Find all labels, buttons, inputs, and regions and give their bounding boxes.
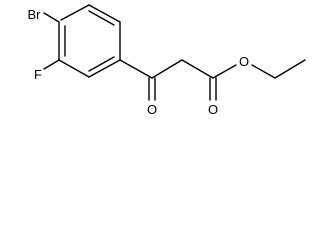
bromine-label: Br (28, 7, 42, 22)
ring-bond (88, 59, 121, 78)
c-f-bond (43, 59, 60, 70)
ring-double-bond-inner (88, 56, 115, 72)
structure-canvas: Br F O O O (27, 4, 306, 117)
ring-bond (58, 59, 90, 78)
chemical-structure-diagram: Br F O O O (28, 4, 306, 117)
fluorine-label: F (34, 67, 42, 82)
ring-double-bond-inner (88, 10, 115, 26)
ether-o-to-ch2-bond (251, 64, 276, 79)
benzene-ring (58, 4, 121, 78)
ring-bond (60, 4, 90, 21)
ch2-to-ester-carbon-bond (181, 59, 214, 79)
carbonyl-to-ch2-bond (151, 59, 183, 79)
ring-to-carbonyl-bond (119, 59, 153, 79)
c-br-bond (43, 12, 60, 23)
ketone-oxygen-label: O (147, 102, 157, 117)
ring-bond (88, 4, 121, 23)
ch2-to-ch3-bond (274, 59, 306, 79)
ester-c-to-ether-o-bond (212, 64, 237, 79)
ester-ether-oxygen-label: O (239, 54, 249, 69)
ester-carbonyl-oxygen-label: O (208, 102, 218, 117)
